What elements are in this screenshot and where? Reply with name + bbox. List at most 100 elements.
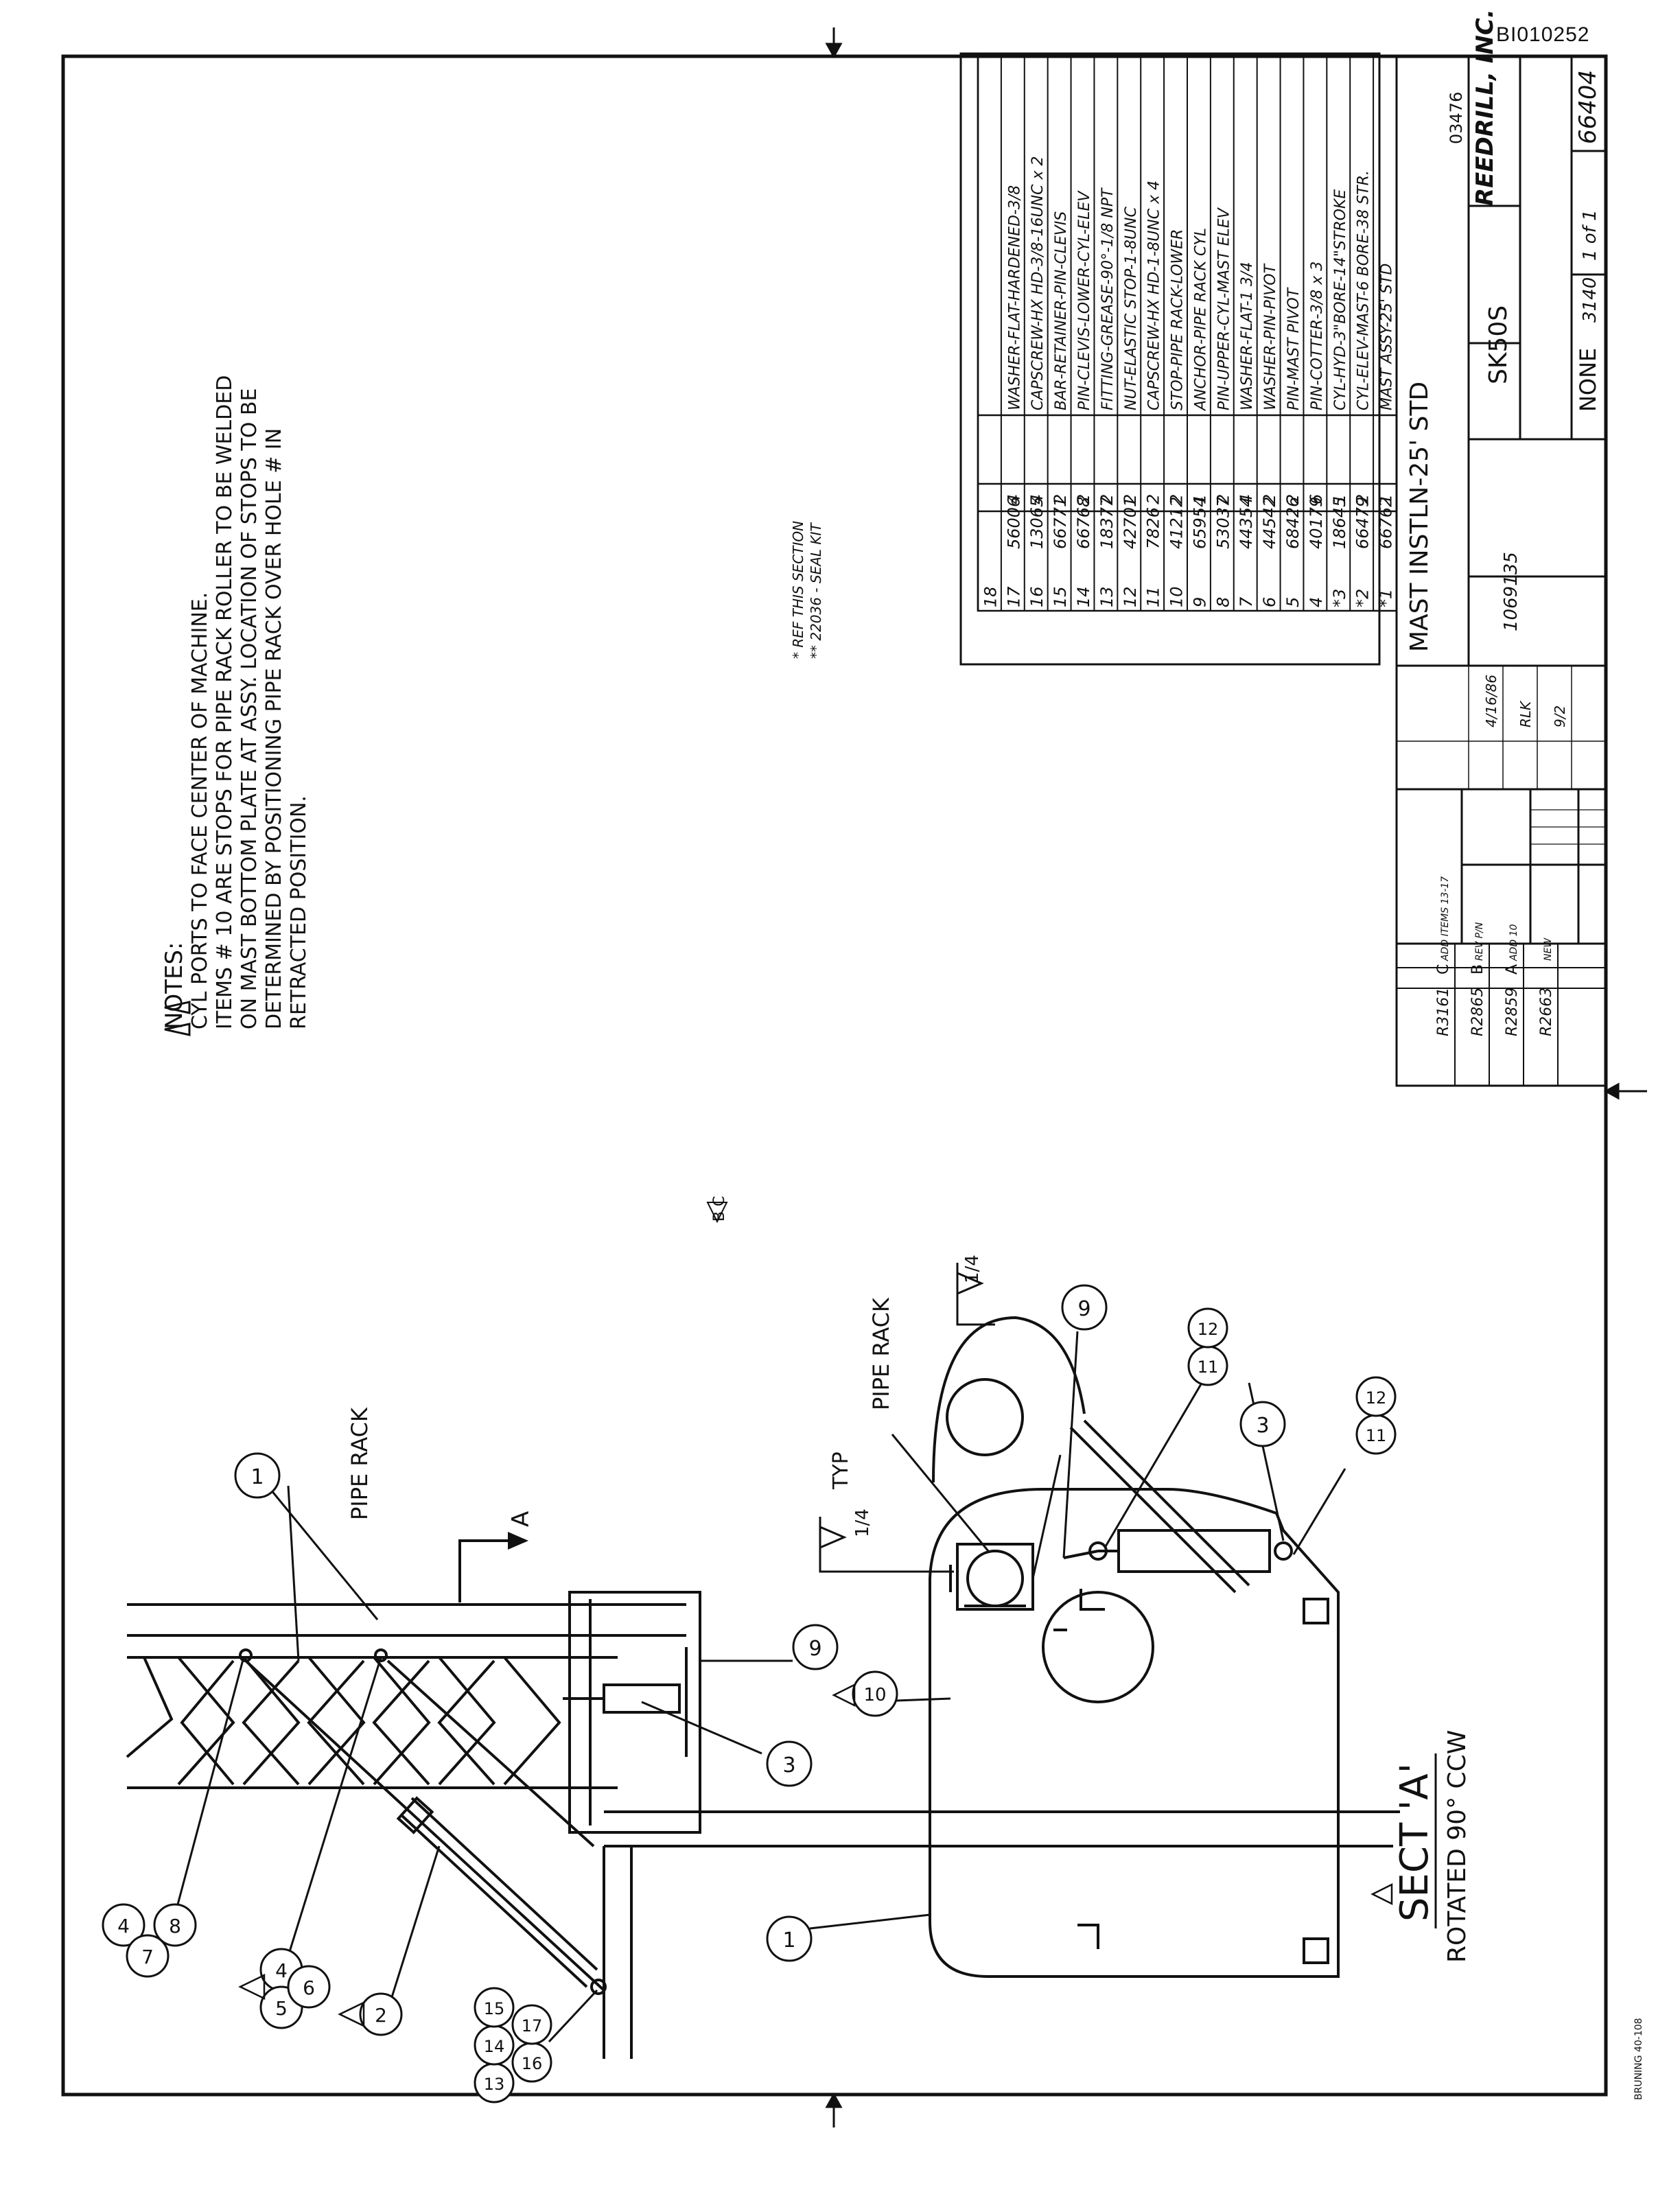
model-text: SK50S [1484, 305, 1513, 384]
pipe-rack-label-1: PIPE RACK [347, 1407, 373, 1520]
drawing-no-small: 1069135 [1501, 552, 1521, 631]
balloon-s11b: 11 [1355, 1414, 1397, 1455]
parts-item-no: *2 [1353, 589, 1373, 607]
parts-qty: 1 [1330, 494, 1349, 504]
flag-section [1370, 1882, 1393, 1906]
balloon-b4: 4 [102, 1903, 145, 1947]
svg-text:10: 10 [863, 1685, 886, 1705]
parts-part-no: 13065 [1027, 497, 1047, 549]
svg-text:1: 1 [250, 1465, 264, 1489]
parts-part-no: 42701 [1121, 497, 1140, 549]
title-block [1395, 55, 1607, 1087]
note-line-4: DETERMINED BY POSITIONING PIPE RACK OVER… [262, 428, 286, 1029]
parts-part-no: 18377 [1097, 496, 1117, 549]
section-mark-letter: A [507, 1511, 535, 1527]
company-logo: REEDRILL, INC. [1471, 9, 1499, 206]
approval-init: RLK [1517, 700, 1534, 727]
parts-part-no: 18645 [1330, 497, 1349, 549]
weld-frac: 1/4 [852, 1508, 873, 1537]
section-arrow [508, 1532, 528, 1550]
parts-part-no: 44354 [1237, 497, 1256, 549]
parts-part-no: 7826 [1144, 507, 1163, 549]
parts-part-no: 53037 [1213, 496, 1233, 549]
parts-desc: MAST ASSY-25' STD [1379, 264, 1396, 410]
svg-text:15: 15 [484, 1999, 505, 2018]
parts-qty: 2 [1051, 494, 1070, 504]
parts-desc: PIN-MAST PIVOT [1285, 287, 1303, 410]
parts-qty: 6 [1307, 494, 1326, 504]
balloon-b3: 3 [766, 1740, 813, 1787]
parts-desc: STOP-PIPE RACK-LOWER [1169, 229, 1187, 410]
parts-part-no: 44542 [1260, 497, 1279, 549]
flag-b-c-label: B C [711, 1196, 728, 1222]
svg-text:2: 2 [375, 2004, 387, 2027]
svg-text:1: 1 [782, 1928, 795, 1952]
ref-note-1: * REF THIS SECTION [790, 521, 806, 659]
parts-item-no: 12 [1121, 586, 1140, 607]
parts-qty: 2 [1121, 494, 1140, 504]
balloon-s12a: 12 [1187, 1307, 1228, 1349]
svg-text:3: 3 [1256, 1414, 1269, 1438]
balloon-s3: 3 [1239, 1401, 1286, 1447]
rev-by-0: ADD ITEMS 13-17 [1440, 876, 1451, 961]
rev-by-1: REV P/N [1474, 922, 1485, 961]
rev-ltr-2: A [1504, 964, 1521, 975]
revision-entries: R3161 R2865 R2859 R2663 C B A ADD ITEMS … [1435, 876, 1555, 1036]
parts-desc: PIN-CLEVIS-LOWER-CYL-ELEV [1076, 190, 1093, 410]
parts-desc: NUT-ELASTIC STOP-1-8UNC [1123, 207, 1140, 410]
parts-item-no: *1 [1377, 589, 1396, 607]
svg-text:4: 4 [275, 1959, 288, 1982]
parts-desc: CAPSCREW-HX HD-3/8-16UNC x 2 [1029, 156, 1047, 410]
code-no: 03476 [1447, 92, 1466, 144]
parts-part-no: 65954 [1190, 497, 1209, 549]
approval-other: 9/2 [1552, 706, 1568, 727]
approval-grid [1397, 666, 1606, 789]
balloon-s12b: 12 [1355, 1376, 1397, 1417]
balloon-b16: 16 [511, 2042, 552, 2083]
parts-qty: 2 [1283, 494, 1303, 504]
parts-desc: PIN-COTTER-3/8 x 3 [1309, 261, 1326, 410]
parts-item-no: 18 [981, 586, 1000, 607]
svg-text:14: 14 [484, 2037, 505, 2056]
parts-item-no: 9 [1190, 597, 1209, 607]
balloon-s10: 10 [852, 1670, 898, 1717]
balloon-b2: 2 [359, 1992, 403, 2036]
svg-text:5: 5 [275, 1997, 288, 2020]
svg-text:7: 7 [141, 1946, 154, 1968]
balloon-b13: 13 [474, 2062, 515, 2103]
note-line-5: RETRACTED POSITION. [287, 795, 311, 1029]
parts-item-no: 8 [1213, 597, 1233, 607]
typ-label: TYP [829, 1451, 853, 1490]
approvals: 4/16/86 RLK 9/2 [1483, 675, 1568, 727]
title-text: MAST INSTLN-25' STD [1405, 382, 1434, 652]
parts-part-no: 66762 [1377, 497, 1396, 549]
parts-item-no: 15 [1051, 586, 1070, 607]
mast-elevation-view [126, 1539, 1400, 2059]
rev-ltr-1: B [1469, 964, 1486, 975]
rev-0: R3161 [1435, 988, 1452, 1036]
svg-text:11: 11 [1198, 1357, 1219, 1377]
parts-desc: BAR-RETAINER-PIN-CLEVIS [1053, 211, 1070, 410]
notes-block: NOTES: CYL PORTS TO FACE CENTER OF MACHI… [161, 375, 311, 1029]
balloon-b17: 17 [511, 2004, 552, 2045]
flag-s10 [832, 1683, 856, 1707]
parts-item-no: 13 [1097, 586, 1117, 607]
parts-item-no: *3 [1330, 589, 1349, 607]
parts-qty: 2 [1260, 494, 1279, 504]
left-leaders [174, 1485, 793, 2043]
weld-symbols [819, 1263, 995, 1573]
parts-qty: 1 [1377, 494, 1396, 504]
parts-item-no: 16 [1027, 586, 1047, 607]
balloon-b6: 6 [287, 1965, 331, 2009]
svg-text:12: 12 [1366, 1388, 1387, 1408]
approval-date: 4/16/86 [1483, 675, 1500, 727]
pipe-rack-label-2: PIPE RACK [868, 1297, 894, 1410]
parts-desc: CAPSCREW-HX HD-1-8UNC x 4 [1146, 180, 1163, 410]
parts-item-no: 11 [1144, 586, 1163, 607]
scale-value: NONE [1575, 348, 1601, 412]
balloon-b8: 8 [153, 1903, 197, 1947]
svg-text:13: 13 [484, 2075, 505, 2094]
parts-part-no: 40179 [1307, 497, 1326, 549]
balloon-s11a: 11 [1187, 1345, 1228, 1386]
